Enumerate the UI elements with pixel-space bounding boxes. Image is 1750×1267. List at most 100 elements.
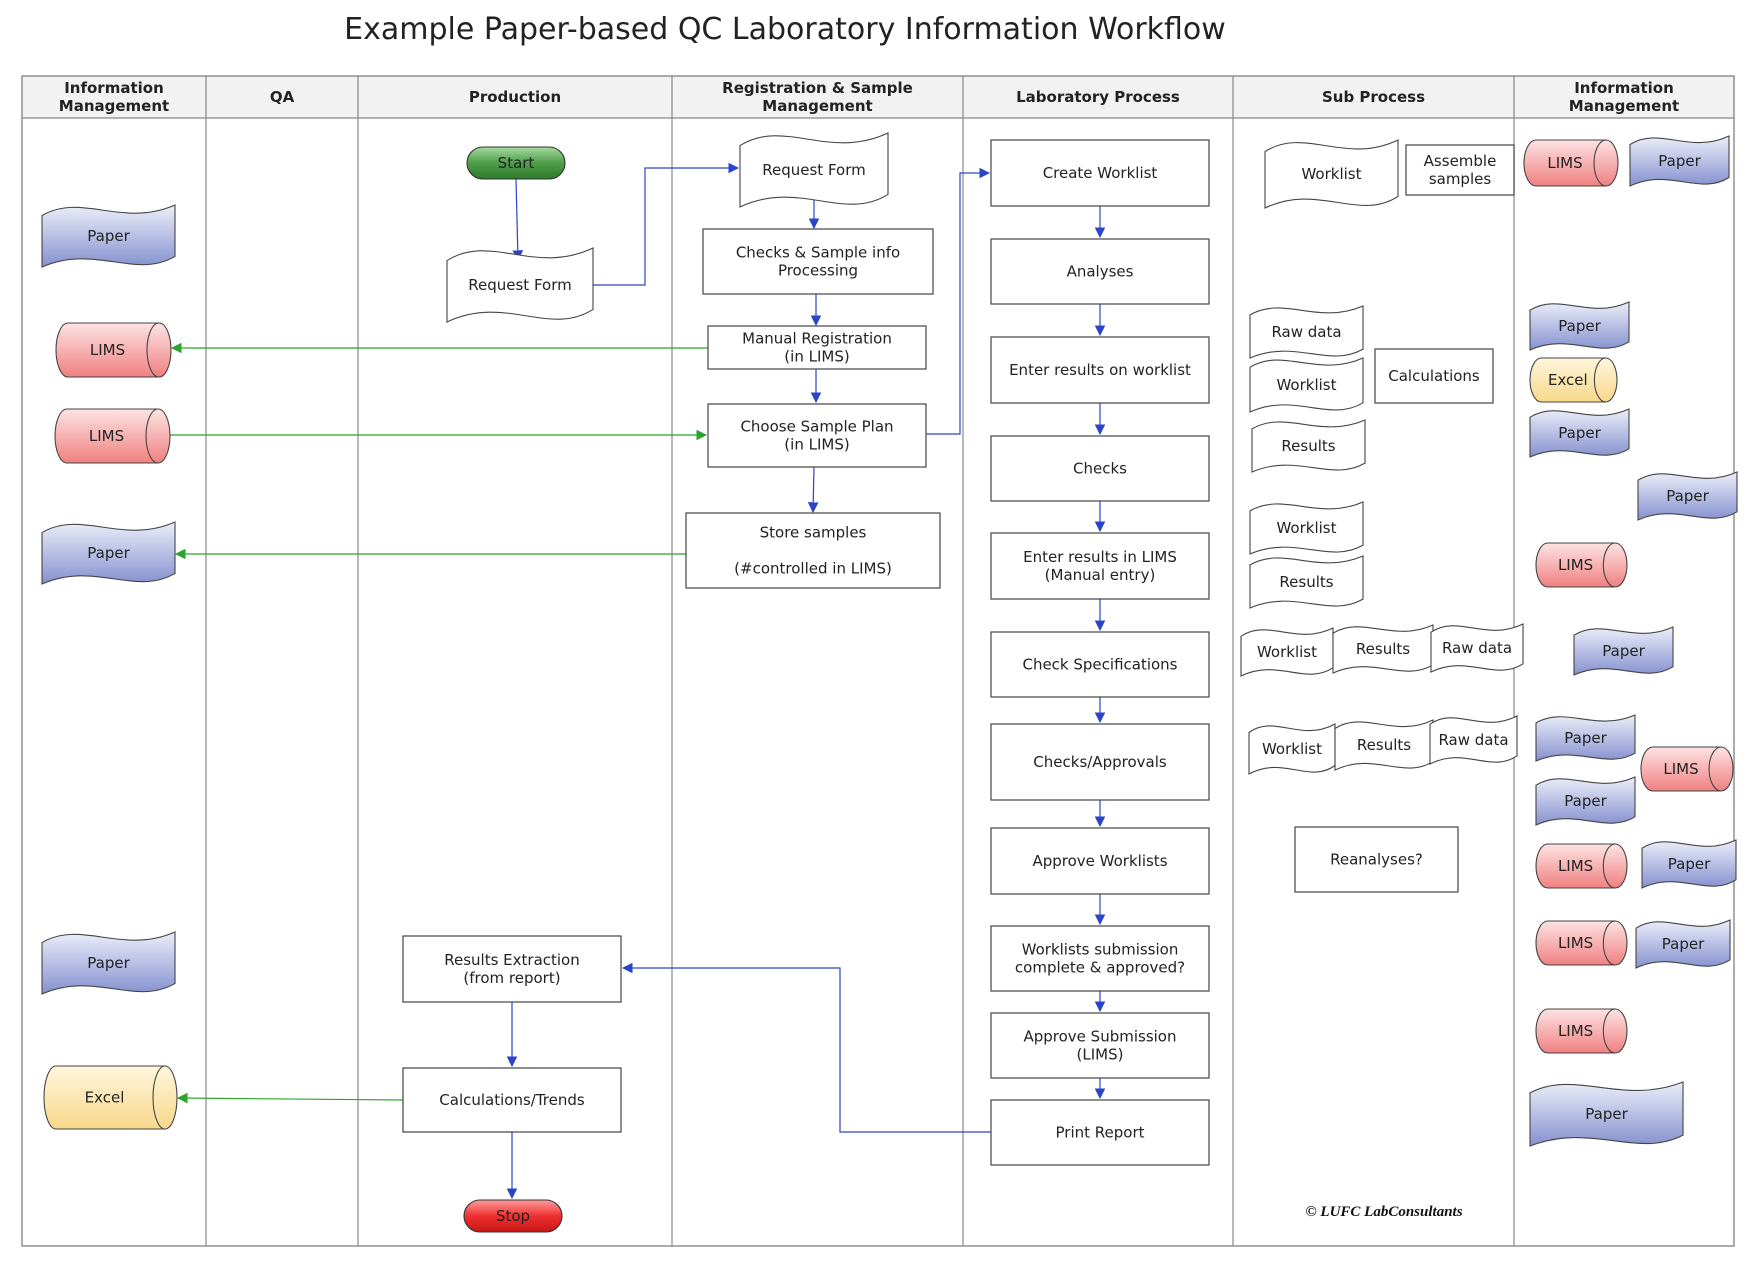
svg-text:Analyses: Analyses xyxy=(1067,263,1134,281)
stop-terminator: Stop xyxy=(463,1199,563,1233)
right-lims-f: LIMS xyxy=(1535,1008,1628,1054)
svg-text:Choose Sample Plan(in LIMS): Choose Sample Plan(in LIMS) xyxy=(740,418,893,454)
request-form-production-doc: Request Form xyxy=(446,247,594,323)
results-extraction-box: Results Extraction(from report) xyxy=(402,935,622,1003)
svg-text:Print Report: Print Report xyxy=(1056,1124,1145,1142)
arrow-plan-to-worklist xyxy=(926,167,991,435)
svg-text:LIMS: LIMS xyxy=(1547,154,1582,172)
svg-text:LIMS: LIMS xyxy=(1663,760,1698,778)
sub-worklist-doc-1: Worklist xyxy=(1264,139,1399,209)
svg-text:Calculations/Trends: Calculations/Trends xyxy=(439,1091,585,1109)
lane-header-band xyxy=(22,76,1734,118)
start-terminator: Start xyxy=(466,146,566,180)
right-lims-e: LIMS xyxy=(1535,920,1628,966)
right-paper-a: Paper xyxy=(1629,135,1730,187)
left-paper-3: Paper xyxy=(41,931,176,995)
checks-box: Checks xyxy=(990,435,1210,502)
lane-header-5: Sub Process xyxy=(1322,88,1425,106)
svg-text:Checks: Checks xyxy=(1073,460,1127,478)
svg-text:Approve Submission(LIMS): Approve Submission(LIMS) xyxy=(1023,1028,1176,1064)
svg-text:Approve Worklists: Approve Worklists xyxy=(1032,852,1167,870)
right-paper-g: Paper xyxy=(1535,776,1636,826)
sub-reanalyses-box: Reanalyses? xyxy=(1294,826,1459,893)
sub-raw-data-doc-2: Raw data xyxy=(1430,623,1524,673)
svg-text:Paper: Paper xyxy=(1558,424,1601,442)
svg-text:Paper: Paper xyxy=(1564,792,1607,810)
sub-worklist-doc-2: Worklist xyxy=(1249,357,1364,413)
svg-text:Checks/Approvals: Checks/Approvals xyxy=(1033,753,1167,771)
right-paper-c: Paper xyxy=(1529,408,1630,458)
svg-text:Paper: Paper xyxy=(87,954,130,972)
right-paper-j: Paper xyxy=(1529,1081,1684,1147)
connectors xyxy=(163,162,1106,1200)
right-lims-c: LIMS xyxy=(1640,746,1734,792)
arrow-plan-to-store xyxy=(807,466,819,514)
svg-text:Paper: Paper xyxy=(1658,152,1701,170)
copyright-notice: © LUFC LabConsultants xyxy=(1305,1204,1462,1220)
svg-text:Enter results on worklist: Enter results on worklist xyxy=(1009,361,1191,379)
svg-text:Store samples(#controlled in L: Store samples(#controlled in LIMS) xyxy=(734,524,892,578)
svg-text:Raw data: Raw data xyxy=(1438,731,1508,749)
svg-text:LIMS: LIMS xyxy=(1558,1022,1593,1040)
svg-text:Paper: Paper xyxy=(1666,487,1709,505)
svg-text:Request Form: Request Form xyxy=(468,276,571,294)
svg-text:Paper: Paper xyxy=(1564,729,1607,747)
right-paper-b: Paper xyxy=(1529,301,1630,351)
svg-text:Paper: Paper xyxy=(87,544,130,562)
svg-text:Results: Results xyxy=(1356,640,1410,658)
check-specifications-box: Check Specifications xyxy=(990,631,1210,698)
sub-results-doc-3: Results xyxy=(1332,624,1434,674)
sub-raw-data-doc-1: Raw data xyxy=(1249,305,1364,359)
sub-calculations-box: Calculations xyxy=(1374,348,1494,404)
svg-text:Start: Start xyxy=(498,154,535,172)
analyses-box: Analyses xyxy=(990,238,1210,305)
sub-results-doc-2: Results xyxy=(1249,555,1364,609)
svg-text:Excel: Excel xyxy=(1548,371,1588,389)
sub-results-doc-4: Results xyxy=(1334,719,1434,771)
calculations-trends-box: Calculations/Trends xyxy=(402,1067,622,1133)
svg-text:LIMS: LIMS xyxy=(89,427,124,445)
svg-text:Results: Results xyxy=(1279,573,1333,591)
lane-frame xyxy=(21,75,1735,1247)
arrow-calc-to-excel xyxy=(176,1092,404,1104)
arrow-start-to-request xyxy=(512,178,524,262)
svg-text:Paper: Paper xyxy=(1585,1105,1628,1123)
create-worklist-box: Create Worklist xyxy=(990,139,1210,207)
lane-header-1: QA xyxy=(270,88,295,106)
svg-text:Raw data: Raw data xyxy=(1442,639,1512,657)
svg-text:Raw data: Raw data xyxy=(1271,323,1341,341)
print-report-box: Print Report xyxy=(990,1099,1210,1166)
right-paper-d: Paper xyxy=(1637,471,1738,521)
svg-text:LIMS: LIMS xyxy=(1558,556,1593,574)
arrow-print-to-results xyxy=(621,962,991,1133)
request-form-registration-doc: Request Form xyxy=(739,132,889,208)
enter-results-lims-box: Enter results in LIMS(Manual entry) xyxy=(990,532,1210,600)
approve-worklists-box: Approve Worklists xyxy=(990,827,1210,895)
svg-text:Reanalyses?: Reanalyses? xyxy=(1330,851,1423,869)
svg-text:Create Worklist: Create Worklist xyxy=(1043,164,1158,182)
sub-worklist-doc-3: Worklist xyxy=(1249,501,1364,555)
sub-results-doc-1: Results xyxy=(1251,419,1366,473)
right-excel-a: Excel xyxy=(1529,357,1618,403)
svg-text:Request Form: Request Form xyxy=(762,161,865,179)
sub-worklist-doc-5: Worklist xyxy=(1248,723,1336,775)
right-lims-b: LIMS xyxy=(1535,542,1628,588)
manual-registration-box: Manual Registration(in LIMS) xyxy=(707,325,927,370)
lane-header-2: Production xyxy=(469,88,561,106)
sub-raw-data-doc-3: Raw data xyxy=(1429,715,1518,765)
left-lims-1: LIMS xyxy=(55,322,172,378)
right-paper-f: Paper xyxy=(1535,714,1636,762)
checks-approvals-box: Checks/Approvals xyxy=(990,723,1210,801)
svg-text:Enter results in LIMS(Manual e: Enter results in LIMS(Manual entry) xyxy=(1023,548,1177,584)
left-paper-2: Paper xyxy=(41,521,176,585)
right-lims-d: LIMS xyxy=(1535,843,1628,889)
